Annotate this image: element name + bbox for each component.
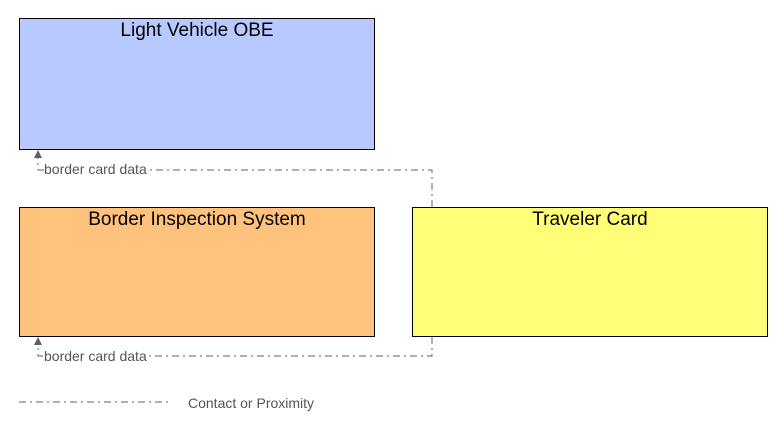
node-title: Light Vehicle OBE <box>120 20 274 41</box>
arrowhead-icon <box>34 337 42 345</box>
node-title: Traveler Card <box>532 209 648 230</box>
node-border-inspection-system[interactable]: Border Inspection System <box>19 207 375 337</box>
node-traveler-card[interactable]: Traveler Card <box>412 207 768 337</box>
legend-label: Contact or Proximity <box>188 395 315 411</box>
flow-label-card-to-obe: border card data <box>44 161 147 177</box>
node-title: Border Inspection System <box>88 209 306 230</box>
node-light-vehicle-obe[interactable]: Light Vehicle OBE <box>19 18 375 150</box>
arrowhead-icon <box>34 150 42 158</box>
flow-label-card-to-bis: border card data <box>44 348 147 364</box>
